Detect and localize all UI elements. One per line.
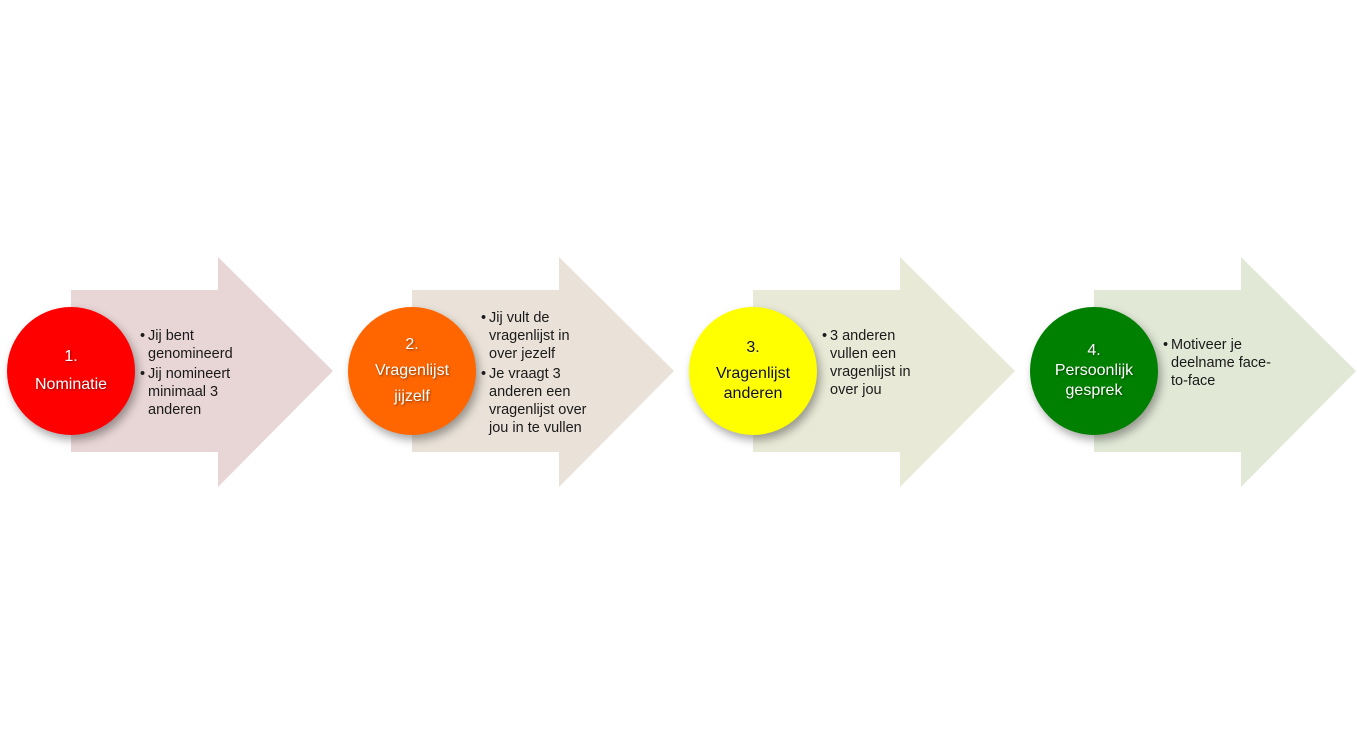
step-circle: 4. Persoonlijk gesprek	[1030, 307, 1158, 435]
step-title-line: anderen	[723, 385, 783, 402]
step-bullet-list: Jij bent genomineerd Jij nomineert minim…	[140, 327, 290, 421]
step-bullet-text: Je vraagt 3 anderen een vragenlijst over…	[489, 366, 587, 436]
step-title-line: Vragenlijst	[715, 365, 791, 382]
step-bullet-text: Jij nomineert minimaal 3 anderen	[148, 366, 231, 418]
step-3: 3. Vragenlijst anderen 3 anderen vullen …	[682, 0, 1022, 743]
step-bullet: Jij vult de vragenlijst in over jezelf	[481, 309, 631, 363]
step-bullet: Motiveer je deelname face- to-face	[1163, 336, 1313, 390]
step-bullet: Jij nomineert minimaal 3 anderen	[140, 365, 290, 419]
step-bullet-text: 3 anderen vullen een vragenlijst in over…	[830, 328, 911, 398]
step-bullet-list: Jij vult de vragenlijst in over jezelf J…	[481, 309, 631, 439]
step-title-line: jijzelf	[394, 388, 430, 405]
step-title-line: Vragenlijst	[374, 362, 450, 379]
step-2: 2. Vragenlijst jijzelf Jij vult de vrage…	[341, 0, 681, 743]
step-number: 3.	[746, 339, 760, 356]
step-circle: 1. Nominatie	[7, 307, 135, 435]
step-bullet: 3 anderen vullen een vragenlijst in over…	[822, 327, 972, 399]
step-bullet-list: 3 anderen vullen een vragenlijst in over…	[822, 327, 972, 401]
step-title-line: Nominatie	[34, 376, 108, 393]
step-number: 4.	[1087, 342, 1101, 359]
step-title-line: Persoonlijk	[1054, 362, 1134, 379]
step-bullet: Je vraagt 3 anderen een vragenlijst over…	[481, 365, 631, 437]
step-bullet-text: Jij bent genomineerd	[148, 328, 233, 362]
step-circle: 2. Vragenlijst jijzelf	[348, 307, 476, 435]
step-circle: 3. Vragenlijst anderen	[689, 307, 817, 435]
step-4: 4. Persoonlijk gesprek Motiveer je deeln…	[1023, 0, 1357, 743]
step-title-line: gesprek	[1065, 382, 1123, 399]
step-number: 1.	[64, 348, 78, 365]
step-number: 2.	[405, 336, 419, 353]
step-bullet-text: Motiveer je deelname face- to-face	[1171, 337, 1271, 389]
step-bullet-list: Motiveer je deelname face- to-face	[1163, 336, 1313, 392]
step-1: 1. Nominatie Jij bent genomineerd Jij no…	[0, 0, 340, 743]
step-bullet: Jij bent genomineerd	[140, 327, 290, 363]
step-bullet-text: Jij vult de vragenlijst in over jezelf	[489, 310, 570, 362]
